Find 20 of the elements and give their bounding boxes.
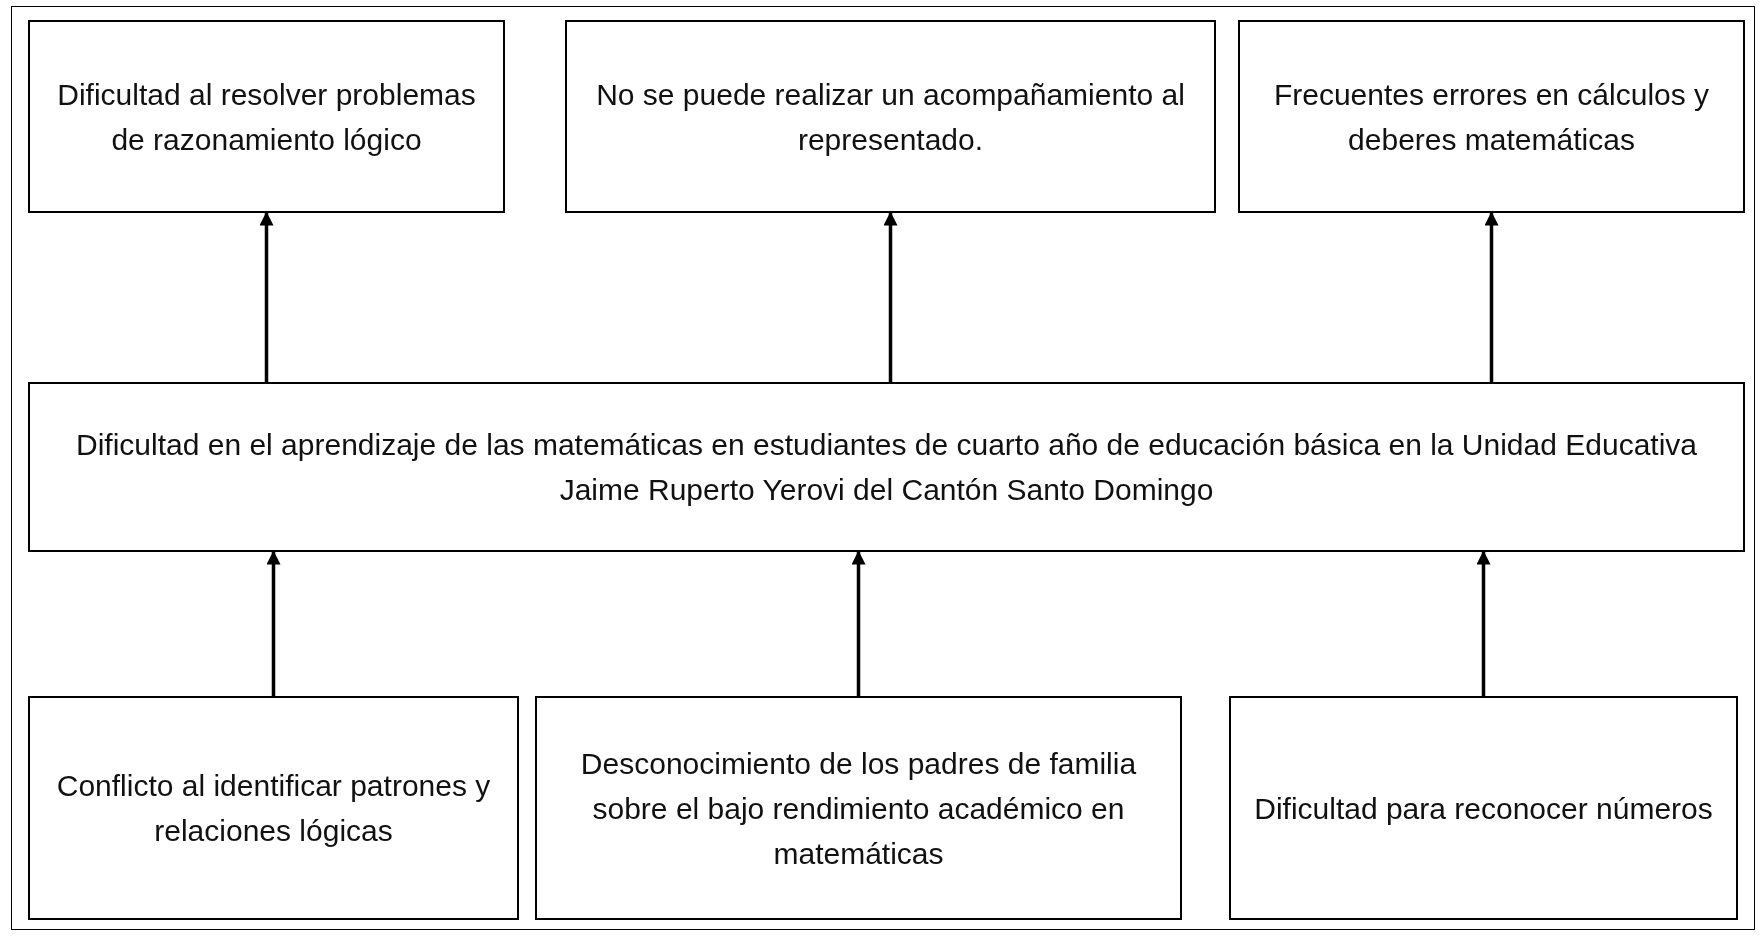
text-box: [1238, 20, 1745, 213]
box-text: No se puede realizar un acompañamiento al representado.: [595, 76, 1186, 158]
text-box: [535, 696, 1182, 920]
box-text: Dificultad en el aprendizaje de las matemáticas en estudiantes de cuarto año de educación básica en la Unidad Educativa Jaime Ruperto Yerovi del Cantón Santo Domingo: [75, 427, 1698, 508]
arrow: [851, 550, 866, 696]
arrow: [259, 211, 274, 382]
box-text: Frecuentes errores en cálculos y deberes matemáticas: [1272, 76, 1711, 158]
text-box: [28, 696, 519, 920]
arrow: [1476, 550, 1491, 696]
text-box: [565, 20, 1216, 213]
box-text: Conflicto al identificar patrones y relaciones lógicas: [55, 768, 492, 849]
box-text: Dificultad al resolver problemas de razonamiento lógico: [56, 76, 477, 158]
arrow: [883, 211, 898, 382]
arrow: [266, 550, 281, 696]
text-box: [28, 20, 505, 213]
text-box: [1229, 696, 1738, 920]
text-box: [28, 382, 1745, 552]
box-text: Dificultad para reconocer números: [1254, 790, 1713, 827]
box-text: Desconocimiento de los padres de familia sobre el bajo rendimiento académico en matemáticas: [579, 745, 1138, 872]
arrow: [1484, 211, 1499, 382]
